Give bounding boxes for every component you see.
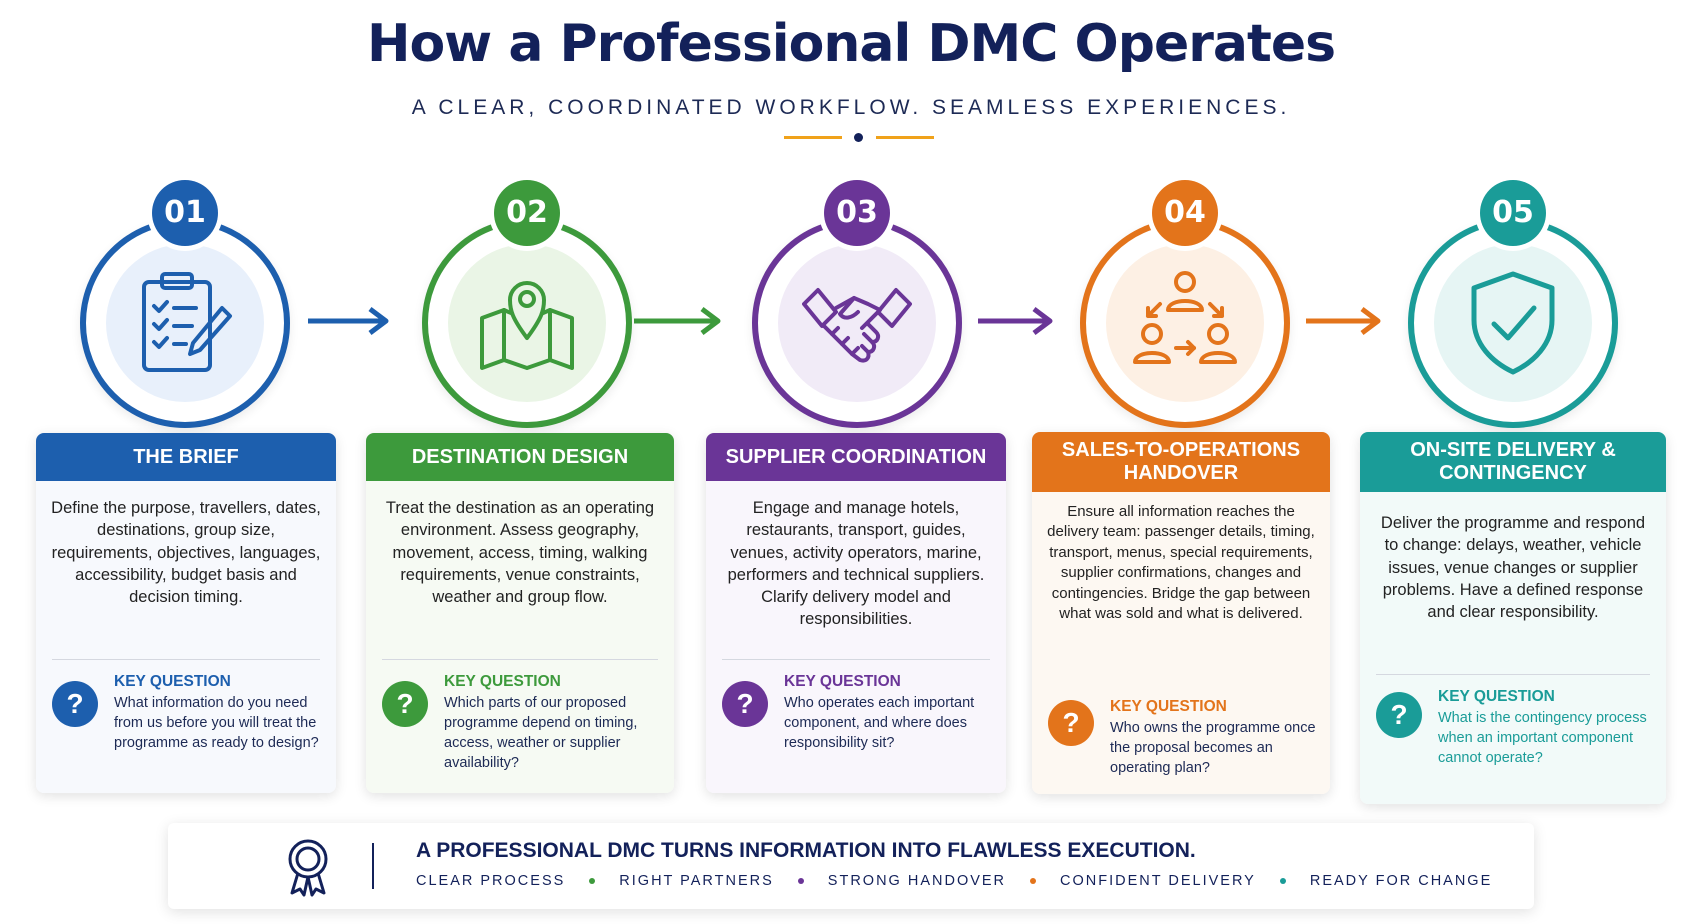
award-ribbon-icon: [288, 839, 328, 897]
step-4-card: SALES-TO-OPERATIONS HANDOVER Ensure all …: [1032, 432, 1330, 794]
tag-ready-for-change: READY FOR CHANGE: [1309, 873, 1493, 889]
summary-headline: A PROFESSIONAL DMC TURNS INFORMATION INT…: [416, 839, 1196, 862]
step-3-key-question: Who operates each important component, a…: [784, 695, 975, 751]
step-5-title: ON-SITE DELIVERY & CONTINGENCY: [1360, 432, 1666, 492]
step-1-key-question-label: KEY QUESTION: [114, 673, 231, 690]
tag-clear-process: CLEAR PROCESS: [416, 873, 566, 889]
step-2-title: DESTINATION DESIGN: [366, 433, 674, 481]
tag-right-partners: RIGHT PARTNERS: [619, 873, 774, 889]
step-5-description: Deliver the programme and respond to cha…: [1380, 514, 1646, 622]
arrow-right-icon: [978, 307, 1053, 335]
step-4-key-question-label: KEY QUESTION: [1110, 698, 1227, 715]
step-3-title: SUPPLIER COORDINATION: [706, 433, 1006, 481]
title-divider: [784, 133, 936, 142]
step-1-circle: [80, 218, 290, 428]
clipboard-checklist-icon: [142, 272, 232, 372]
step-4-number: 04: [1152, 180, 1218, 246]
map-pin-icon: [480, 281, 574, 370]
step-4-circle: [1080, 218, 1290, 428]
question-icon: ?: [722, 681, 768, 727]
step-1-description: Define the purpose, travellers, dates, d…: [51, 499, 321, 607]
page-subtitle: A CLEAR, COORDINATED WORKFLOW. SEAMLESS …: [411, 96, 1291, 119]
step-2-number: 02: [494, 180, 560, 246]
step-5-card: ON-SITE DELIVERY & CONTINGENCY Deliver t…: [1360, 432, 1666, 804]
step-2-circle: [422, 218, 632, 428]
tag-strong-handover: STRONG HANDOVER: [827, 873, 1007, 889]
step-2-card: DESTINATION DESIGN Treat the destination…: [366, 433, 674, 793]
step-5-key-question: What is the contingency process when an …: [1438, 710, 1647, 766]
step-5-key-question-label: KEY QUESTION: [1438, 688, 1555, 705]
step-1-title: THE BRIEF: [36, 433, 336, 481]
question-icon: ?: [382, 681, 428, 727]
step-1-number: 01: [152, 180, 218, 246]
question-icon: ?: [52, 681, 98, 727]
step-1-key-question: What information do you need from us bef…: [114, 695, 319, 751]
summary-banner: A PROFESSIONAL DMC TURNS INFORMATION INT…: [168, 823, 1534, 909]
step-2-key-question-label: KEY QUESTION: [444, 673, 561, 690]
arrow-right-icon: [1306, 307, 1381, 335]
summary-tags: CLEAR PROCESS RIGHT PARTNERS STRONG HAND…: [416, 873, 1492, 889]
step-4-description: Ensure all information reaches the deliv…: [1047, 503, 1315, 623]
step-5-number: 05: [1480, 180, 1546, 246]
arrow-right-icon: [634, 307, 721, 335]
step-2-key-question: Which parts of our proposed programme de…: [444, 695, 638, 771]
step-2-description: Treat the destination as an operating en…: [385, 499, 655, 607]
tag-confident-delivery: CONFIDENT DELIVERY: [1060, 873, 1256, 889]
question-icon: ?: [1376, 692, 1422, 738]
step-3-circle: [752, 218, 962, 428]
shield-check-icon: [1471, 271, 1555, 375]
question-icon: ?: [1048, 700, 1094, 746]
step-4-title: SALES-TO-OPERATIONS HANDOVER: [1032, 432, 1330, 492]
step-5-circle: [1408, 218, 1618, 428]
arrow-right-icon: [308, 307, 389, 335]
step-3-card: SUPPLIER COORDINATION Engage and manage …: [706, 433, 1006, 793]
step-4-key-question: Who owns the programme once the proposal…: [1110, 720, 1316, 776]
handshake-icon: [802, 288, 912, 363]
step-3-key-question-label: KEY QUESTION: [784, 673, 901, 690]
step-3-number: 03: [824, 180, 890, 246]
step-3-description: Engage and manage hotels, restaurants, t…: [727, 499, 985, 629]
step-1-card: THE BRIEF Define the purpose, travellers…: [36, 433, 336, 793]
people-handover-icon: [1133, 271, 1237, 364]
page-title: How a Professional DMC Operates: [366, 14, 1336, 74]
